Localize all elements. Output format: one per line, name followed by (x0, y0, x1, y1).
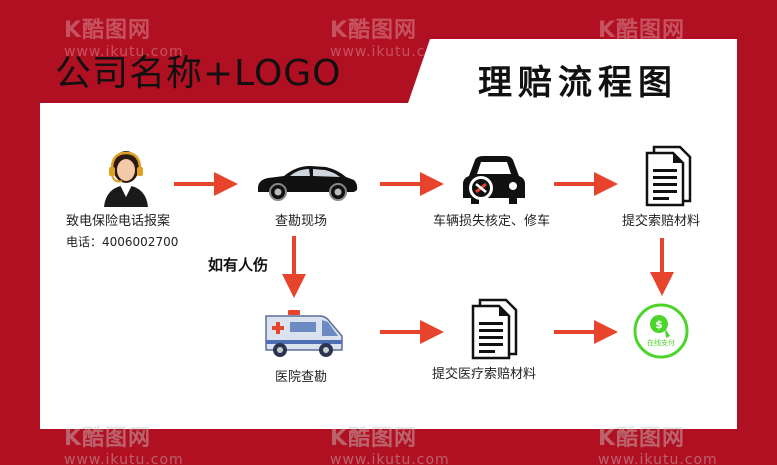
online-payment-label: 在线支付 (647, 338, 675, 347)
watermark-bottom-center: K酷图网 www.ikutu.com (330, 426, 450, 465)
step-hospital-label: 医院查勘 (275, 370, 328, 385)
call-center-operator-icon (104, 151, 148, 207)
phone-number: 电话：4006002700 (66, 235, 179, 249)
watermark-bottom-left: K酷图网 www.ikutu.com (64, 426, 184, 465)
title-tab (406, 39, 737, 109)
step-survey-label: 查勘现场 (275, 214, 328, 229)
step-repair-label: 车辆损失核定、修车 (433, 214, 551, 229)
ambulance-icon (265, 310, 343, 357)
documents-icon (645, 145, 692, 207)
step-submit-label: 提交索赔材料 (622, 214, 701, 229)
online-payment-icon: $ 在线支付 (633, 303, 689, 359)
company-name-logo: 公司名称+LOGO (55, 53, 342, 94)
svg-text:$: $ (655, 318, 663, 331)
watermark-top-left: K酷图网 www.ikutu.com (64, 18, 184, 60)
step-medical-label: 提交医疗索赔材料 (432, 367, 537, 382)
car-repair-icon (463, 156, 525, 204)
step-report-label: 致电保险电话报案 (66, 214, 171, 229)
page-title: 理赔流程图 (478, 63, 678, 103)
car-icon (258, 166, 358, 201)
watermark-bottom-right: K酷图网 www.ikutu.com (598, 426, 718, 465)
branch-injury-label: 如有人伤 (208, 256, 269, 274)
medical-documents-icon (471, 298, 518, 360)
content-panel (40, 103, 737, 429)
